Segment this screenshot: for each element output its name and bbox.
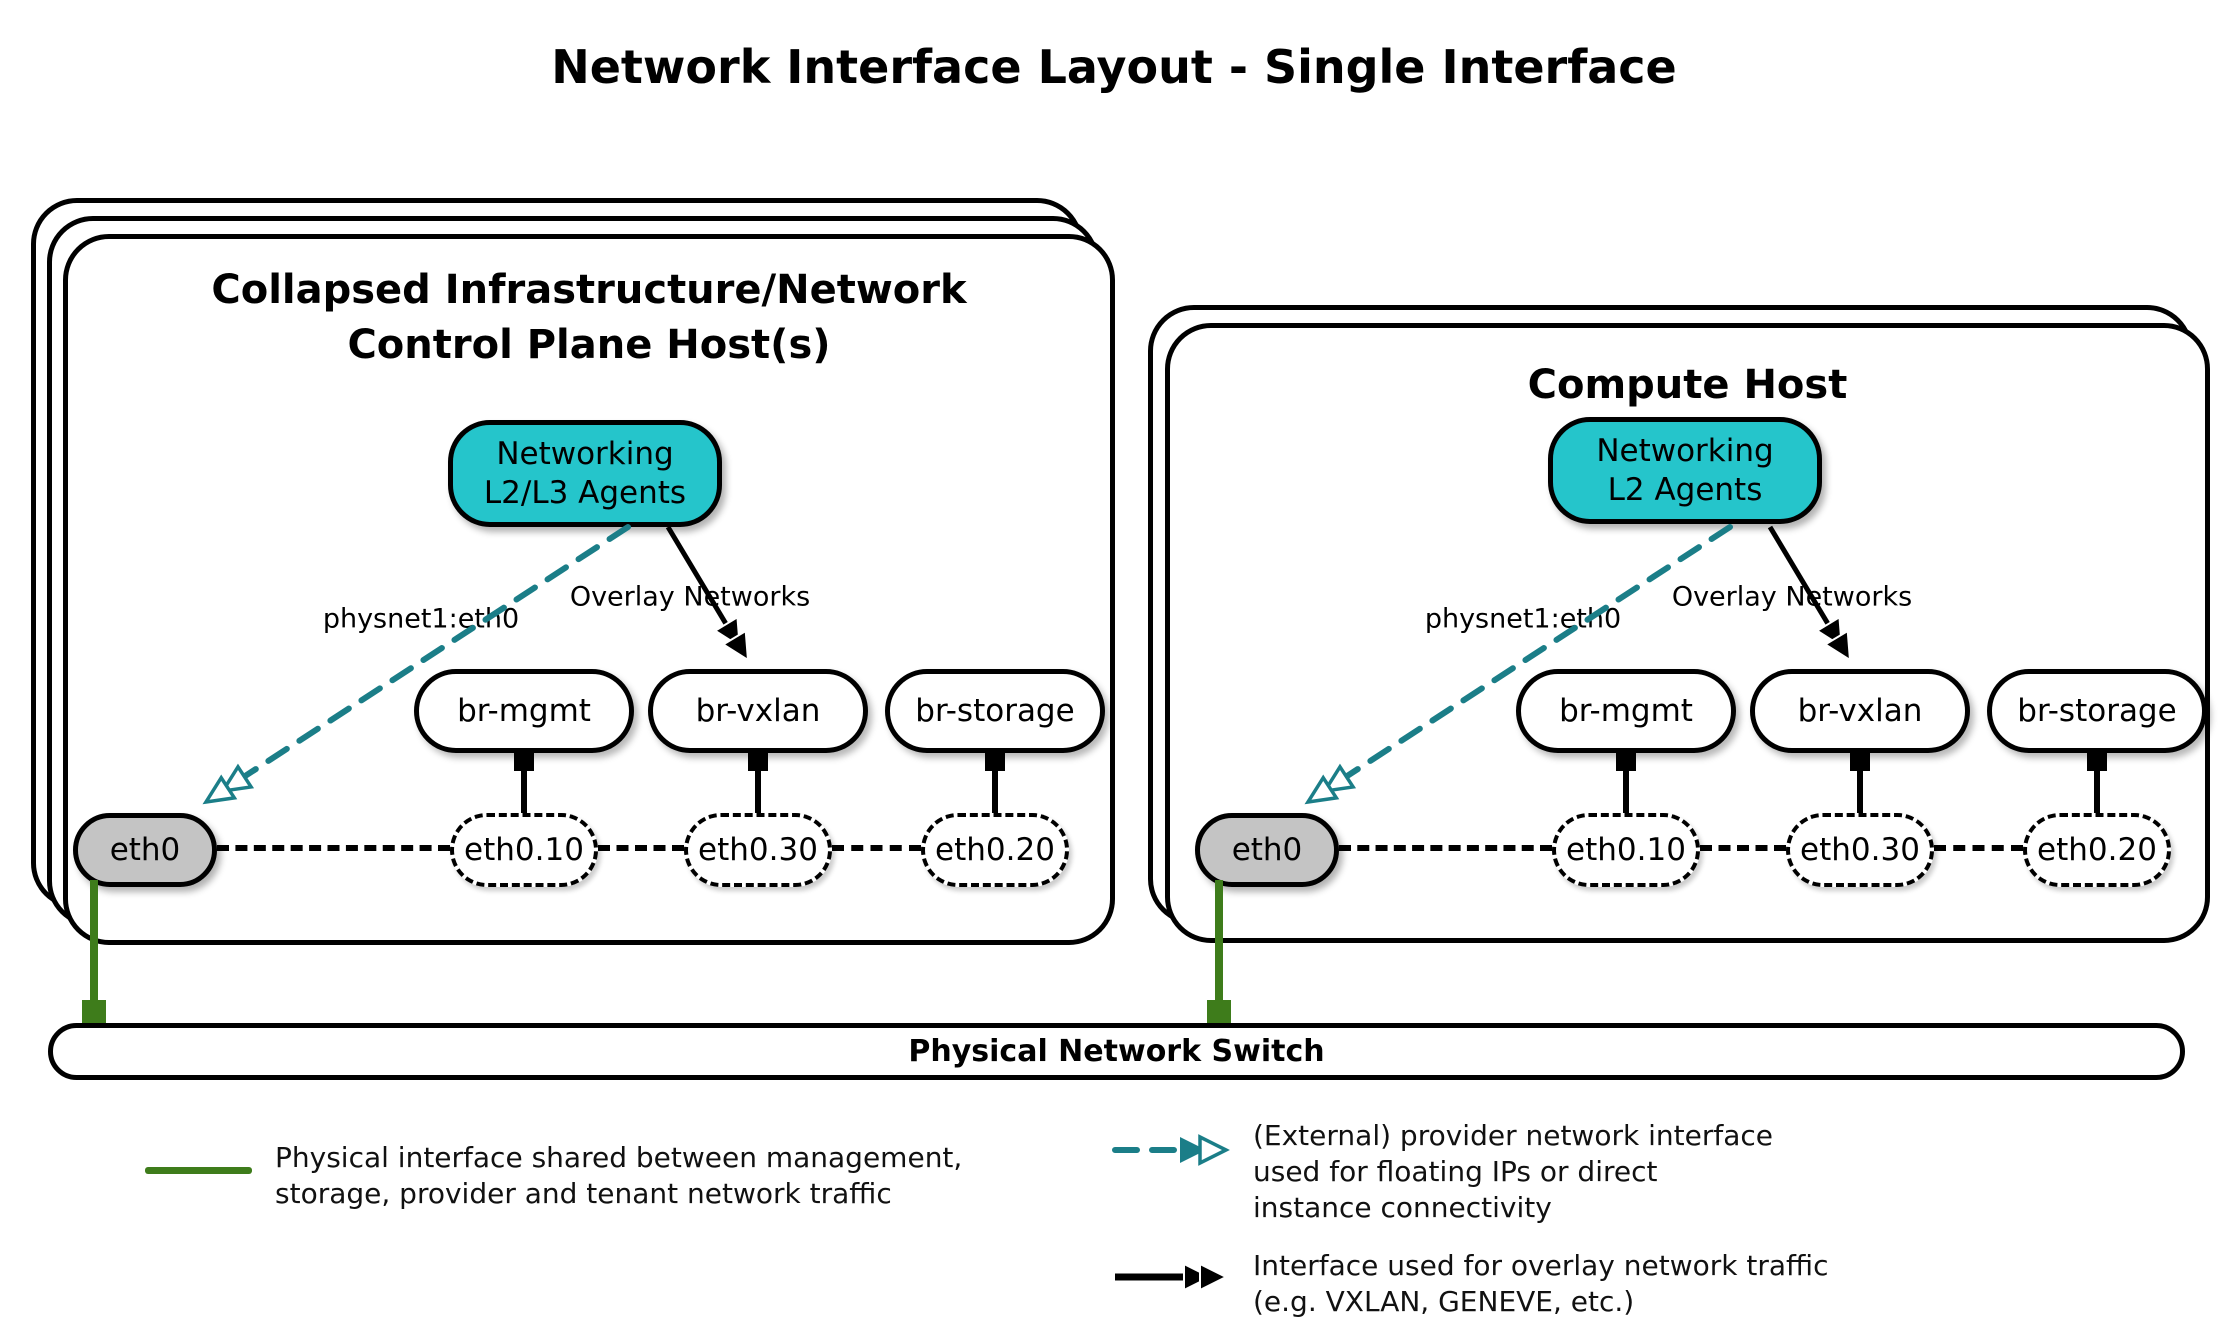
vlan-trunk-dashed-link — [1339, 845, 1552, 851]
networking-agents-node: Networking L2 Agents — [1548, 417, 1822, 524]
phys-interface-node-eth0: eth0 — [1195, 813, 1339, 887]
switch-label: Physical Network Switch — [908, 1034, 1325, 1069]
physnet-label: physnet1:eth0 — [1424, 603, 1622, 635]
physical-link-line — [1215, 880, 1223, 1002]
bridge-node-br-mgmt: br-mgmt — [414, 669, 634, 753]
physical-network-switch: Physical Network Switch — [48, 1023, 2185, 1080]
physnet-label: physnet1:eth0 — [322, 603, 520, 635]
bridge-port-square — [985, 749, 1005, 771]
vlan-interface-node: eth0.20 — [921, 813, 1069, 887]
vlan-trunk-dashed-link — [1934, 845, 2023, 851]
switch-port-square — [82, 1000, 106, 1025]
page-title: Network Interface Layout - Single Interf… — [551, 40, 1677, 94]
control-plane-host: Collapsed Infrastructure/Network Control… — [63, 234, 1115, 945]
vlan-interface-node: eth0.30 — [1786, 813, 1934, 887]
bridge-node-br-mgmt: br-mgmt — [1516, 669, 1736, 753]
legend-provider-arrow-text: (External) provider network interface us… — [1253, 1118, 1773, 1226]
bridge-node-br-vxlan: br-vxlan — [1750, 669, 1970, 753]
legend-overlay-arrow-symbol — [1115, 1262, 1229, 1292]
host-title-line2: Control Plane Host(s) — [347, 322, 831, 368]
host-title-line1: Collapsed Infrastructure/Network — [211, 267, 967, 313]
bridge-node-br-storage: br-storage — [1987, 669, 2207, 753]
overlay-networks-label: Overlay Networks — [569, 581, 811, 613]
bridge-port-square — [748, 749, 768, 771]
agent-label-line1: Networking — [1596, 432, 1774, 469]
legend-physical-line-text: Physical interface shared between manage… — [275, 1140, 962, 1212]
vlan-trunk-dashed-link — [598, 845, 684, 851]
vlan-interface-node: eth0.10 — [1552, 813, 1700, 887]
bridge-port-square — [1850, 749, 1870, 771]
legend-physical-line-symbol — [145, 1167, 252, 1174]
legend-text-line: (External) provider network interface — [1253, 1119, 1773, 1152]
bridge-port-square — [2087, 749, 2107, 771]
legend-overlay-arrow-text: Interface used for overlay network traff… — [1253, 1248, 1828, 1320]
vlan-interface-node: eth0.10 — [450, 813, 598, 887]
agent-label-line2: L2 Agents — [1607, 471, 1763, 508]
legend-text-line: (e.g. VXLAN, GENEVE, etc.) — [1253, 1285, 1635, 1318]
host-title-line1: Compute Host — [1527, 362, 1848, 408]
bridge-node-br-vxlan: br-vxlan — [648, 669, 868, 753]
compute-host: Compute Host Networking L2 Agents physne… — [1165, 323, 2210, 943]
vlan-interface-node: eth0.20 — [2023, 813, 2171, 887]
vlan-trunk-dashed-link — [217, 845, 450, 851]
bridge-port-square — [1616, 749, 1636, 771]
control-plane-host-title: Collapsed Infrastructure/Network Control… — [68, 263, 1110, 373]
bridge-connector-line — [992, 753, 998, 817]
bridge-connector-line — [1857, 753, 1863, 817]
legend-text-line: used for floating IPs or direct — [1253, 1155, 1658, 1188]
physical-link-line — [90, 880, 98, 1002]
phys-interface-node-eth0: eth0 — [73, 813, 217, 887]
agent-label-line2: L2/L3 Agents — [483, 474, 687, 511]
bridge-connector-line — [755, 753, 761, 817]
vlan-interface-node: eth0.30 — [684, 813, 832, 887]
agent-label-line1: Networking — [496, 435, 674, 472]
legend-text-line: instance connectivity — [1253, 1191, 1552, 1224]
legend-text-line: storage, provider and tenant network tra… — [275, 1177, 892, 1210]
networking-agents-node: Networking L2/L3 Agents — [448, 420, 722, 527]
overlay-networks-label: Overlay Networks — [1671, 581, 1913, 613]
vlan-trunk-dashed-link — [1700, 845, 1786, 851]
legend-provider-arrow-symbol — [1112, 1134, 1230, 1166]
bridge-connector-line — [2094, 753, 2100, 817]
bridge-port-square — [514, 749, 534, 771]
legend-text-line: Interface used for overlay network traff… — [1253, 1249, 1829, 1282]
vlan-trunk-dashed-link — [832, 845, 921, 851]
switch-port-square — [1207, 1000, 1231, 1025]
bridge-connector-line — [521, 753, 527, 817]
bridge-connector-line — [1623, 753, 1629, 817]
compute-host-title: Compute Host — [1170, 358, 2205, 413]
bridge-node-br-storage: br-storage — [885, 669, 1105, 753]
legend-text-line: Physical interface shared between manage… — [275, 1141, 963, 1174]
